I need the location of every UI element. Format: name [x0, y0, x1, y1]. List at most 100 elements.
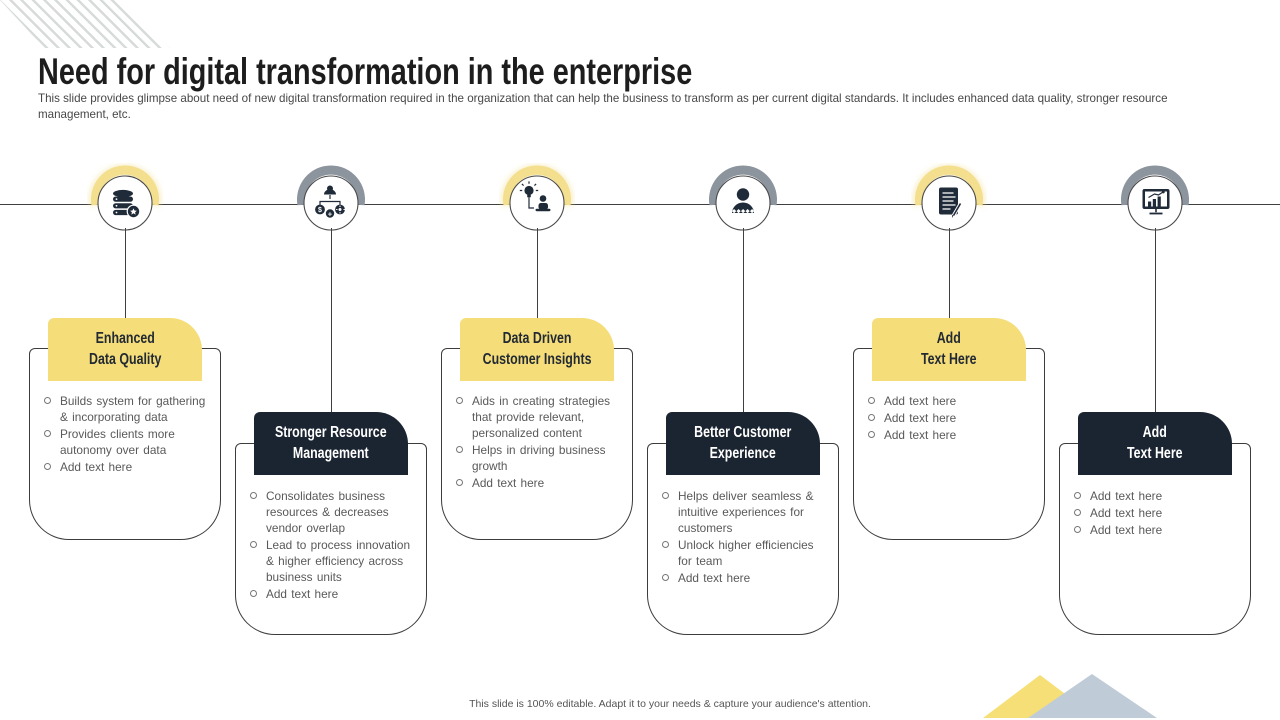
bullet-text: Helps deliver seamless & intuitive exper… — [678, 489, 814, 536]
node-arc-gray — [709, 165, 777, 206]
bullet-item: Add text here — [868, 410, 1032, 426]
bullet-marker — [250, 541, 257, 549]
bullet-marker — [1074, 509, 1081, 517]
bullet-text: Add text here — [884, 428, 957, 443]
node-arc-yellow — [503, 165, 571, 206]
bullet-marker — [1074, 526, 1081, 534]
page-title: Need for digital transformation in the e… — [38, 50, 693, 92]
bullet-item: Add text here — [456, 475, 620, 491]
bullet-list: Builds system for gathering & incorporat… — [30, 349, 220, 475]
svg-text:+: + — [328, 209, 333, 218]
svg-text:$: $ — [318, 207, 322, 214]
bullet-item: Consolidates business resources & decrea… — [250, 488, 414, 536]
bullet-marker — [250, 590, 257, 598]
bullet-marker — [868, 431, 875, 439]
node-arc-gray — [297, 165, 365, 206]
slide-description: This slide provides glimpse about need o… — [38, 91, 1168, 122]
connector-line — [1155, 228, 1156, 412]
bullet-marker — [44, 397, 51, 404]
bullet-marker — [662, 574, 669, 582]
editable-note: This slide is 100% editable. Adapt it to… — [469, 698, 871, 710]
customer-rating-icon — [731, 188, 755, 214]
bullet-item: Helps in driving business growth — [456, 442, 620, 474]
timeline-node — [88, 164, 161, 231]
info-card-body: Helps deliver seamless & intuitive exper… — [647, 443, 839, 635]
node-arc-gray — [1121, 165, 1189, 206]
bullet-text: Add text here — [884, 411, 957, 426]
bullet-item: Lead to process innovation & higher effi… — [250, 537, 414, 585]
resource-allocation-icon: $ + — [315, 185, 345, 218]
bullet-item: Helps deliver seamless & intuitive exper… — [662, 488, 826, 536]
connector-line — [743, 228, 744, 412]
bullet-item: Add text here — [250, 586, 414, 602]
bullet-text: Builds system for gathering & incorporat… — [60, 394, 206, 425]
connector-line — [125, 228, 126, 318]
bullet-text: Add text here — [266, 587, 339, 602]
timeline-node — [1121, 165, 1189, 231]
diagonal-stripes-decoration — [0, 0, 170, 48]
gray-triangle — [1028, 674, 1157, 718]
node-arc-yellow — [915, 165, 983, 206]
database-gear-icon — [113, 189, 141, 219]
bullet-marker — [1074, 492, 1081, 499]
bullet-marker — [44, 463, 51, 471]
bullet-item: Builds system for gathering & incorporat… — [44, 393, 208, 425]
bullet-list: Consolidates business resources & decrea… — [236, 444, 426, 602]
bullet-item: Add text here — [44, 459, 208, 475]
connector-line — [331, 228, 332, 412]
bullet-marker — [868, 414, 875, 422]
triangle-decoration — [983, 674, 1157, 718]
bullet-marker — [662, 541, 669, 549]
bullet-list: Add text here Add text here Add text her… — [1060, 444, 1250, 538]
bullet-item: Add text here — [868, 427, 1032, 443]
timeline-node — [709, 165, 777, 231]
insight-bulb-icon — [519, 181, 551, 212]
bullet-text: Add text here — [884, 394, 957, 408]
bullet-marker — [456, 446, 463, 454]
connector-line — [537, 228, 538, 318]
node-circle — [97, 175, 153, 231]
bullet-item: Aids in creating strategies that provide… — [456, 393, 620, 441]
bullet-text: Add text here — [472, 476, 545, 491]
bullet-text: Unlock higher efficiencies for team — [678, 538, 814, 569]
bullet-marker — [868, 397, 875, 404]
bullet-item: Add text here — [1074, 488, 1238, 504]
bullet-text: Helps in driving business growth — [472, 443, 606, 474]
timeline-line — [0, 204, 1280, 205]
bullet-text: Add text here — [1090, 506, 1163, 521]
monitor-chart-icon — [1142, 189, 1170, 215]
bullet-text: Add text here — [1090, 523, 1163, 538]
connector-line — [949, 228, 950, 318]
bullet-list: Helps deliver seamless & intuitive exper… — [648, 444, 838, 586]
bullet-list: Aids in creating strategies that provide… — [442, 349, 632, 491]
bullet-marker — [44, 430, 51, 438]
document-pen-icon — [939, 187, 963, 219]
info-card-body: Consolidates business resources & decrea… — [235, 443, 427, 635]
bullet-marker — [250, 492, 257, 499]
bullet-text: Consolidates business resources & decrea… — [266, 489, 389, 536]
bullet-item: Provides clients more autonomy over data — [44, 426, 208, 458]
bullet-item: Add text here — [1074, 505, 1238, 521]
node-circle — [303, 175, 359, 231]
timeline-node — [913, 164, 985, 231]
bullet-marker — [456, 397, 463, 404]
bullet-item: Add text here — [1074, 522, 1238, 538]
bullet-text: Add text here — [1090, 489, 1163, 503]
bullet-item: Add text here — [662, 570, 826, 586]
bullet-item: Unlock higher efficiencies for team — [662, 537, 826, 569]
bullet-text: Add text here — [60, 460, 133, 475]
timeline-node — [501, 164, 573, 231]
bullet-marker — [662, 492, 669, 499]
node-arc-yellow — [91, 165, 159, 206]
